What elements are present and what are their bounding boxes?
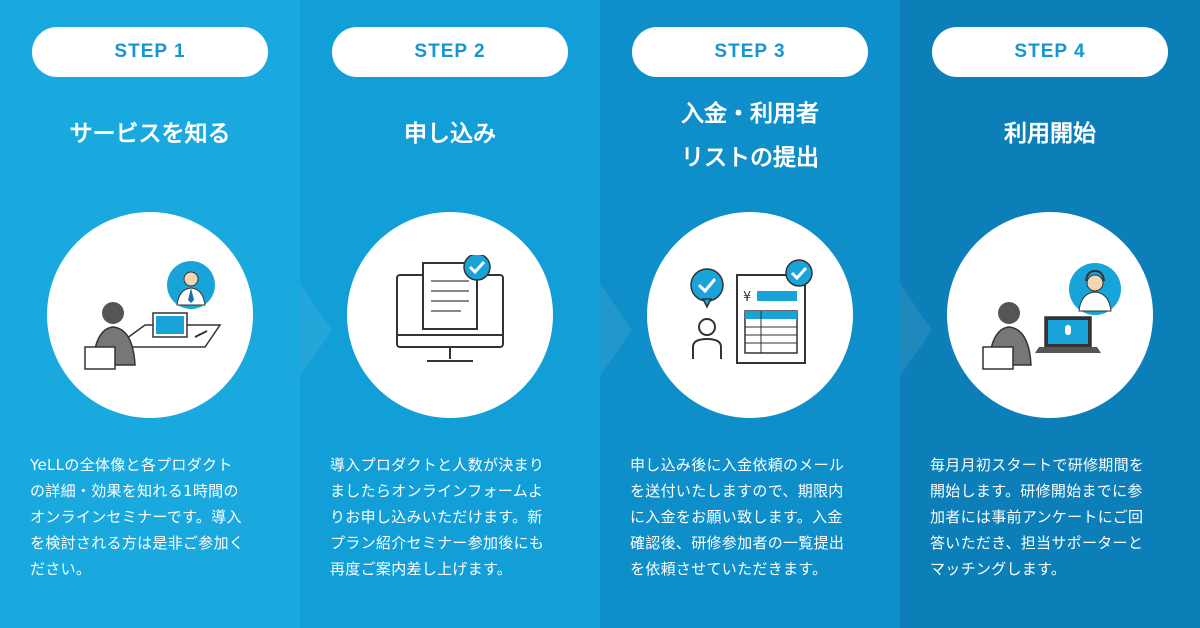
step-1-illustration — [47, 212, 253, 418]
step-2-column: STEP 2 申し込み 導入プロダクトと人数が決まり ましたらオンラインフォーム… — [300, 0, 600, 628]
step-1-description: YeLLの全体像と各プロダクト の詳細・効果を知れる1時間の オンラインセミナー… — [30, 456, 245, 578]
step-3-column: STEP 3 入金・利用者 リストの提出 ¥ — [600, 0, 900, 628]
step-1-badge: STEP 1 — [32, 27, 268, 77]
person-laptop-supporter-icon — [982, 263, 1121, 370]
step-2-description: 導入プロダクトと人数が決まり ましたらオンラインフォームよ りお申し込みいただけ… — [330, 456, 545, 578]
step-3-description: 申し込み後に入金依頼のメール を送付いたしますので、期限内 に入金をお願い致しま… — [630, 456, 845, 578]
step-3-badge: STEP 3 — [632, 27, 868, 77]
svg-text:¥: ¥ — [743, 290, 751, 305]
step-4-illustration — [947, 212, 1153, 418]
step-1-column: STEP 1 サービスを知る YeLLの全体像と — [0, 0, 300, 628]
step-2-title: 申し込み — [404, 121, 496, 147]
step-4-description: 毎月月初スタートで研修期間を 開始します。研修開始までに参 加者には事前アンケー… — [930, 456, 1145, 578]
monitor-form-check-icon — [396, 255, 504, 362]
step-1-title: サービスを知る — [69, 121, 231, 147]
step-2-illustration — [347, 212, 553, 418]
step-2-badge: STEP 2 — [332, 27, 568, 77]
person-invoice-check-icon: ¥ — [690, 259, 813, 364]
step-3-illustration: ¥ — [647, 212, 853, 418]
step-4-column: STEP 4 利用開始 毎月月初スタートで研修期間を 開始します。研修開始までに… — [900, 0, 1200, 628]
step-4-badge: STEP 4 — [932, 27, 1168, 77]
person-laptop-video-call-icon — [84, 261, 222, 370]
step-4-title: 利用開始 — [1004, 121, 1096, 147]
step-3-title: 入金・利用者 リストの提出 — [681, 101, 819, 171]
